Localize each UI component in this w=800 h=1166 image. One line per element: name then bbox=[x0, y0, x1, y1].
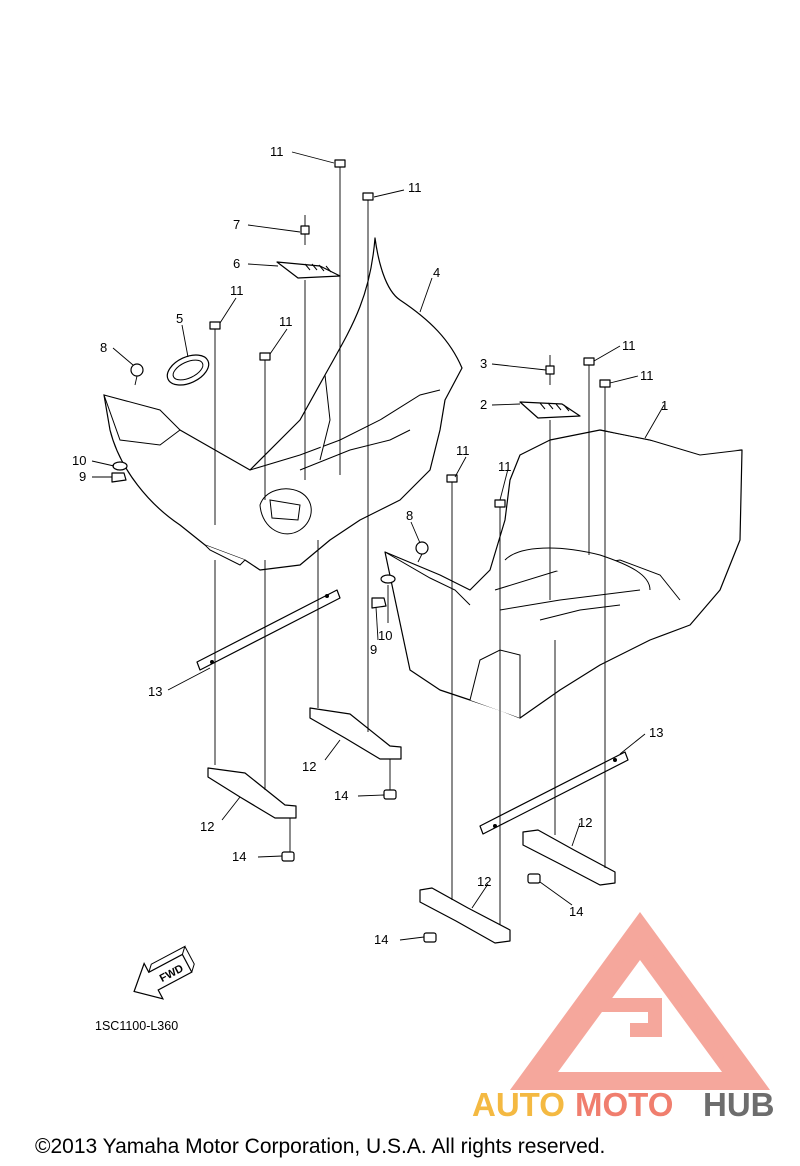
pin-part-3 bbox=[545, 355, 555, 385]
callout-11: 11 bbox=[230, 283, 244, 298]
callout-4: 4 bbox=[433, 265, 440, 280]
stay-part-13-left bbox=[196, 589, 341, 671]
callout-13: 13 bbox=[148, 684, 162, 699]
watermark-moto: MOTO bbox=[575, 1086, 673, 1123]
callout-6: 6 bbox=[233, 256, 240, 271]
bolt-icon bbox=[209, 321, 221, 335]
bracket-part-12-d bbox=[522, 829, 616, 886]
callout-14: 14 bbox=[374, 932, 388, 947]
washer-icon-left bbox=[112, 461, 128, 471]
bolt-icon bbox=[494, 499, 506, 513]
watermark-hub: HUB bbox=[703, 1086, 775, 1123]
callout-12: 12 bbox=[302, 759, 316, 774]
assembly-lines bbox=[214, 172, 606, 925]
callout-11: 11 bbox=[498, 459, 512, 474]
callout-1: 1 bbox=[661, 398, 668, 413]
bolt-icons bbox=[209, 159, 611, 513]
screw-icon-left bbox=[130, 363, 144, 386]
automotohub-logo-icon bbox=[510, 912, 770, 1090]
screw-icon-right bbox=[415, 541, 429, 563]
right-footboard-part-1 bbox=[384, 429, 743, 719]
washer-icon-right bbox=[380, 574, 396, 584]
callout-7: 7 bbox=[233, 217, 240, 232]
callout-3: 3 bbox=[480, 356, 487, 371]
callout-8: 8 bbox=[406, 508, 413, 523]
fwd-arrow-icon: FWD bbox=[133, 945, 195, 1000]
bracket-part-12-c bbox=[419, 887, 511, 944]
callout-9: 9 bbox=[370, 642, 377, 657]
callout-13: 13 bbox=[649, 725, 663, 740]
callout-leaders bbox=[91, 151, 665, 941]
callout-12: 12 bbox=[578, 815, 592, 830]
callout-11: 11 bbox=[456, 443, 470, 458]
callout-5: 5 bbox=[176, 311, 183, 326]
bolt-icon bbox=[362, 192, 374, 205]
callout-8: 8 bbox=[100, 340, 107, 355]
bolt-icon bbox=[446, 474, 458, 488]
callout-2: 2 bbox=[480, 397, 487, 412]
bolt-icon bbox=[599, 379, 611, 393]
bracket-part-12-b bbox=[309, 707, 402, 760]
left-footboard-part-4 bbox=[103, 237, 463, 571]
callout-12: 12 bbox=[200, 819, 214, 834]
pin-part-7 bbox=[300, 215, 310, 245]
callout-11: 11 bbox=[408, 180, 422, 195]
bolt-icon bbox=[259, 352, 271, 366]
callout-14: 14 bbox=[569, 904, 583, 919]
callout-10: 10 bbox=[378, 628, 392, 643]
automotohub-watermark: AUTO MOTO HUB bbox=[472, 1086, 775, 1123]
callout-11: 11 bbox=[279, 314, 293, 329]
nut-icon-right bbox=[371, 597, 387, 609]
callout-labels: 11 11 7 6 4 5 11 11 8 10 9 3 2 11 11 1 1… bbox=[72, 144, 668, 947]
callout-11: 11 bbox=[622, 338, 636, 353]
bolt-icon bbox=[583, 357, 595, 371]
callout-11: 11 bbox=[270, 144, 284, 159]
grommet-part-5 bbox=[166, 354, 210, 386]
callout-14: 14 bbox=[334, 788, 348, 803]
watermark-auto: AUTO bbox=[472, 1086, 565, 1123]
nut-part-14-icons bbox=[281, 789, 541, 943]
callout-10: 10 bbox=[72, 453, 86, 468]
callout-11: 11 bbox=[640, 368, 654, 383]
plate-part-2 bbox=[519, 401, 581, 419]
stay-part-13-right bbox=[479, 751, 629, 835]
callout-14: 14 bbox=[232, 849, 246, 864]
callout-9: 9 bbox=[79, 469, 86, 484]
plate-part-6 bbox=[276, 261, 341, 279]
copyright-notice: ©2013 Yamaha Motor Corporation, U.S.A. A… bbox=[35, 1135, 605, 1158]
bracket-part-12-a bbox=[207, 767, 297, 819]
bolt-icon bbox=[334, 159, 346, 172]
nut-icon-left bbox=[111, 472, 127, 483]
drawing-code: 1SC1100-L360 bbox=[95, 1019, 178, 1033]
callout-12: 12 bbox=[477, 874, 491, 889]
